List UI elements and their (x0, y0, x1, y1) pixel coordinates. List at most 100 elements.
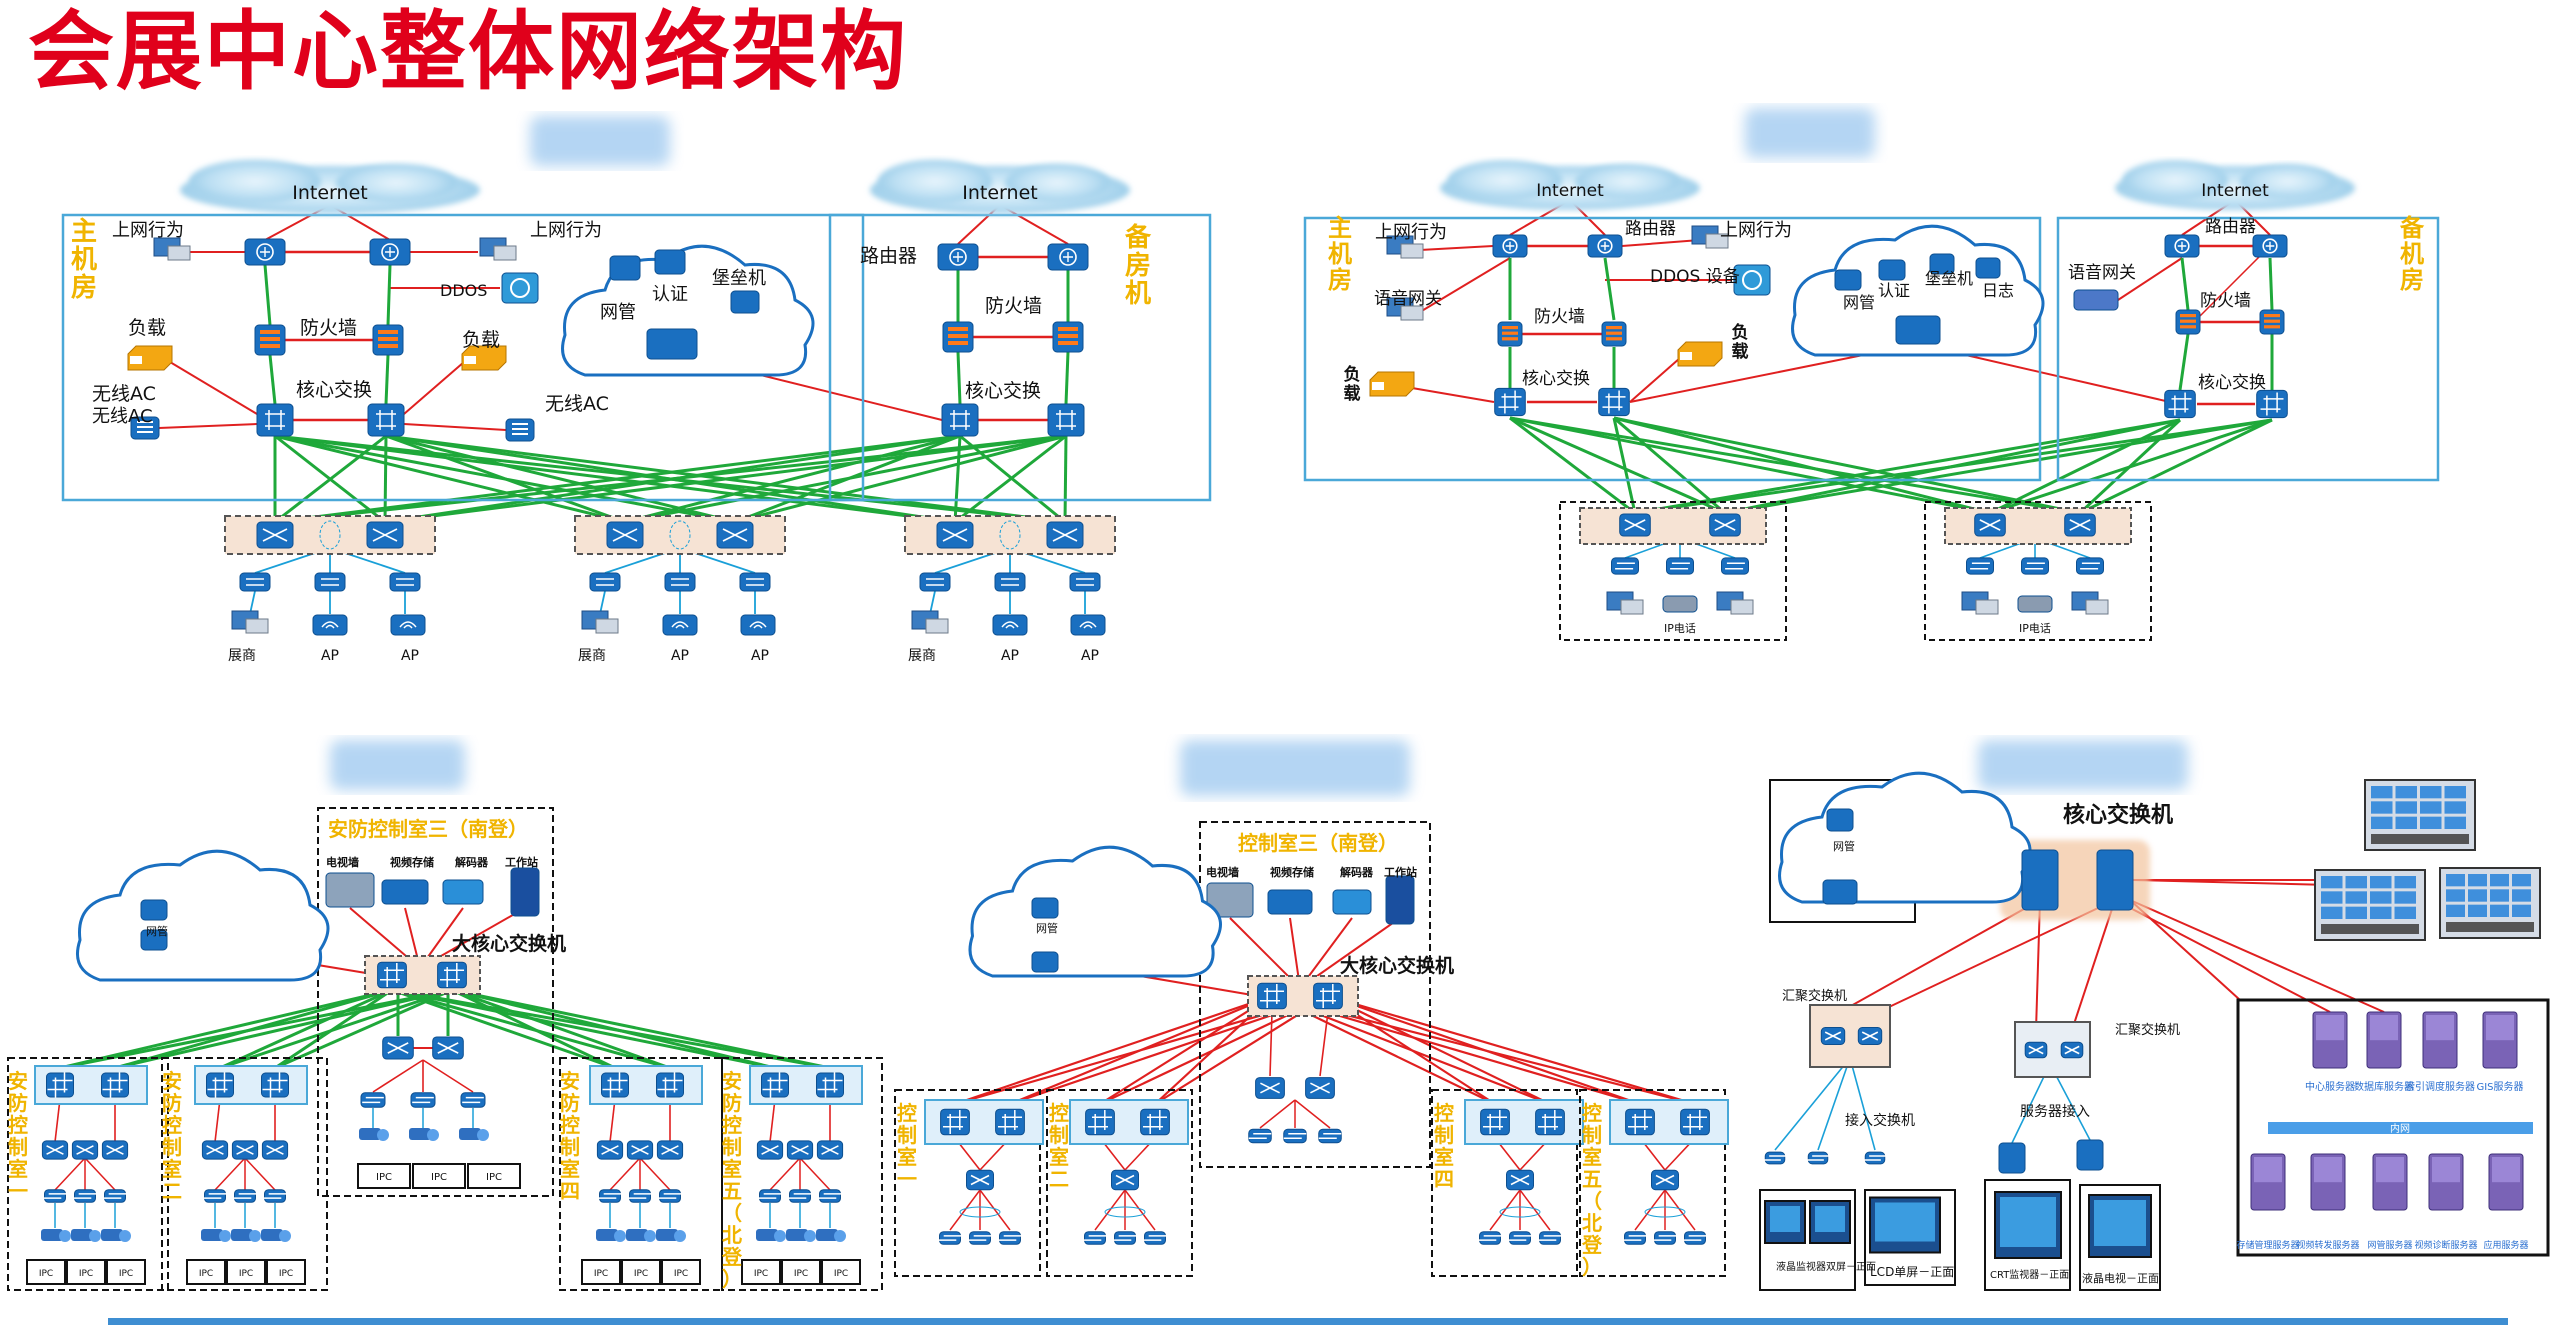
load-balancer-icon (1369, 371, 1415, 397)
aggregation-switch-icon (432, 1036, 464, 1060)
firewall-icon (2259, 309, 2285, 335)
access-switch-icon (1762, 1151, 1788, 1165)
core-switch-icon (367, 403, 405, 437)
core-switch-icon (1085, 1108, 1115, 1136)
server-icon (2250, 1153, 2286, 1211)
netmgr-server-icon (1826, 808, 1854, 832)
ipc-box-1 (357, 1163, 411, 1189)
server-cluster-frame (2236, 998, 2550, 1257)
workstation-icon (510, 867, 540, 917)
stack-link (959, 1206, 1001, 1218)
core-switch-icon (1140, 1108, 1170, 1136)
storage-icon (381, 879, 429, 905)
label: 上网行为 (530, 220, 602, 241)
aggregation-switch-icon (756, 1140, 784, 1160)
label: 防火墙 (300, 317, 357, 339)
link-line (451, 988, 776, 1070)
pc-icon (231, 610, 269, 634)
stack-link (319, 520, 341, 550)
label: 控制室三（南登） (1238, 831, 1398, 855)
label: LCD单屏－正面 (1870, 1265, 1954, 1279)
netmgr-server-icon (1031, 897, 1059, 919)
aggregation-switch-icon (716, 521, 754, 549)
server-icon (2372, 1153, 2408, 1211)
link-line (1419, 257, 1511, 313)
backup-room-frame (2056, 216, 2440, 482)
link-line (219, 988, 393, 1070)
link-line (158, 423, 258, 429)
ipc-box (26, 1259, 66, 1285)
access-group-frame (1924, 501, 2152, 641)
label: 接入交换机 (1845, 1112, 1915, 1129)
tv-wall-icon (2439, 867, 2541, 939)
internet-cloud-right (870, 159, 1130, 214)
monitor-icon (2088, 1194, 2152, 1258)
security-room-frame (559, 1057, 723, 1291)
link-line (1489, 1189, 1521, 1231)
access-switch-icon (998, 1231, 1022, 1245)
camera-icon (786, 1229, 816, 1242)
label: 液晶电视－正面 (2082, 1271, 2159, 1285)
wireless-ac-icon (505, 418, 535, 442)
stack-link (999, 520, 1021, 550)
pc-icon (1691, 225, 1729, 249)
vertical-label: 安防控制室二 (162, 1069, 182, 1203)
link-line (2178, 333, 2190, 391)
router-icon (1492, 234, 1528, 258)
security-room-frame (721, 1057, 883, 1291)
server-icon (2482, 1011, 2518, 1069)
link-line (451, 988, 616, 1070)
label: 上网行为 (112, 220, 184, 241)
label: IPC (376, 1172, 392, 1183)
ap-icon (312, 614, 348, 636)
label: 展商 (908, 648, 936, 664)
link-line (1519, 1189, 1551, 1231)
link-line (734, 434, 1067, 524)
server-icon (2428, 1153, 2464, 1211)
label: 认证 (652, 284, 688, 305)
aggregation-switch-icon (231, 1140, 259, 1160)
link-line (1634, 1189, 1666, 1231)
label: CRT监视器－正面 (1990, 1268, 2069, 1281)
link-line (1989, 418, 2181, 515)
netmgr-server-icon (140, 899, 168, 921)
label: 核心交换 (965, 380, 1041, 402)
ap-icon (1070, 614, 1106, 636)
tv-wall-icon (325, 872, 375, 908)
link-line (769, 1098, 776, 1143)
log-server-icon (1975, 257, 2001, 279)
link-line (1419, 245, 1494, 251)
label: IPC (594, 1269, 608, 1279)
link-line (391, 988, 776, 1070)
aggregation-switch-icon (1974, 513, 2006, 537)
tv-wall-icon (2314, 869, 2426, 941)
voice-gateway-icon (2073, 289, 2119, 311)
monitor-icon (1764, 1200, 1806, 1244)
ddos-icon (1733, 264, 1771, 296)
link-line (954, 434, 1067, 524)
label: 堡垒机 (1925, 269, 1973, 288)
label: DDOS (440, 281, 487, 300)
access-switch-icon (1805, 1151, 1831, 1165)
link-line (609, 1098, 616, 1143)
link-line (1832, 899, 2041, 1017)
aggregation-switch-icon (1619, 513, 1651, 537)
ipc-box (66, 1259, 106, 1285)
link-line (929, 590, 936, 615)
netmgr-server-icon (1834, 269, 1862, 291)
monitor-icon (1809, 1200, 1851, 1244)
access-group-frame (1559, 501, 1787, 641)
vertical-label: 控制室五（北登） (1581, 1101, 1603, 1279)
link-line (219, 988, 453, 1070)
label: IPC (431, 1172, 447, 1183)
core-switch-icon (2164, 389, 2196, 419)
aggregation-switch-icon (656, 1140, 684, 1160)
link-line (169, 361, 258, 415)
camera-icon (816, 1229, 846, 1242)
aggregation-switch-icon (1857, 1027, 1883, 1045)
ap-icon (740, 614, 776, 636)
label: 存储管理服务器 (2236, 1239, 2299, 1251)
label: 防火墙 (985, 295, 1042, 317)
access-switch-icon (239, 572, 271, 592)
label: 视频转发服务器 (2296, 1239, 2359, 1251)
